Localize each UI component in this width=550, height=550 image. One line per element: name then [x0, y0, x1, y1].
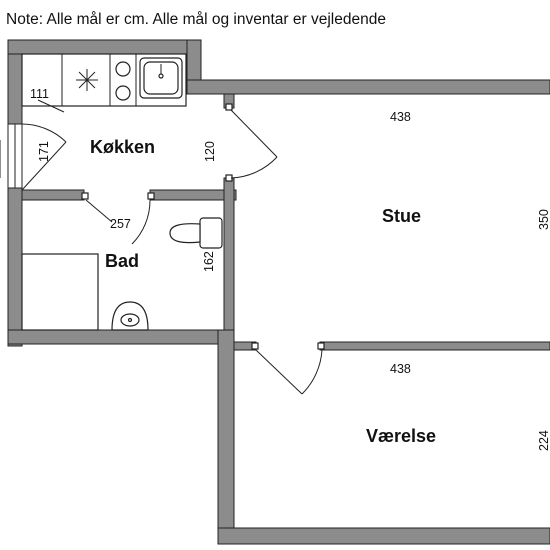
stove-burner-icon — [76, 69, 98, 91]
room-label-bath: Bad — [105, 251, 139, 271]
dim-bath-width: 257 — [110, 217, 131, 231]
door-jambs — [81, 103, 325, 350]
dim-kitchen-right: 120 — [203, 141, 217, 162]
room-label-bedroom: Værelse — [366, 426, 436, 446]
dim-bedroom-height: 224 — [537, 430, 550, 451]
plan-note: Note: Alle mål er cm. Alle mål og invent… — [6, 11, 386, 28]
door-kitchen-living — [230, 109, 278, 179]
bath-door — [85, 199, 151, 245]
dim-kitchen-counter: 111 — [30, 87, 49, 101]
room-label-kitchen: Køkken — [90, 137, 155, 157]
kitchen-sink-icon — [139, 57, 183, 99]
toilet-icon — [169, 217, 223, 249]
shower-area — [21, 253, 99, 331]
dim-bedroom-width: 438 — [390, 362, 411, 376]
dim-living-width: 438 — [390, 110, 411, 124]
door-living-bedroom — [255, 349, 323, 395]
washbasin-icon — [111, 301, 149, 331]
hob-icon — [115, 61, 131, 101]
room-label-living: Stue — [382, 206, 421, 226]
walls — [7, 39, 550, 545]
kitchen-window — [0, 123, 23, 189]
dim-kitchen-left: 171 — [37, 141, 51, 162]
dim-living-height: 350 — [537, 209, 550, 230]
dim-bath-height: 162 — [202, 251, 216, 272]
kitchen-counter-line — [37, 99, 65, 113]
door-kitchen-window — [21, 123, 67, 191]
